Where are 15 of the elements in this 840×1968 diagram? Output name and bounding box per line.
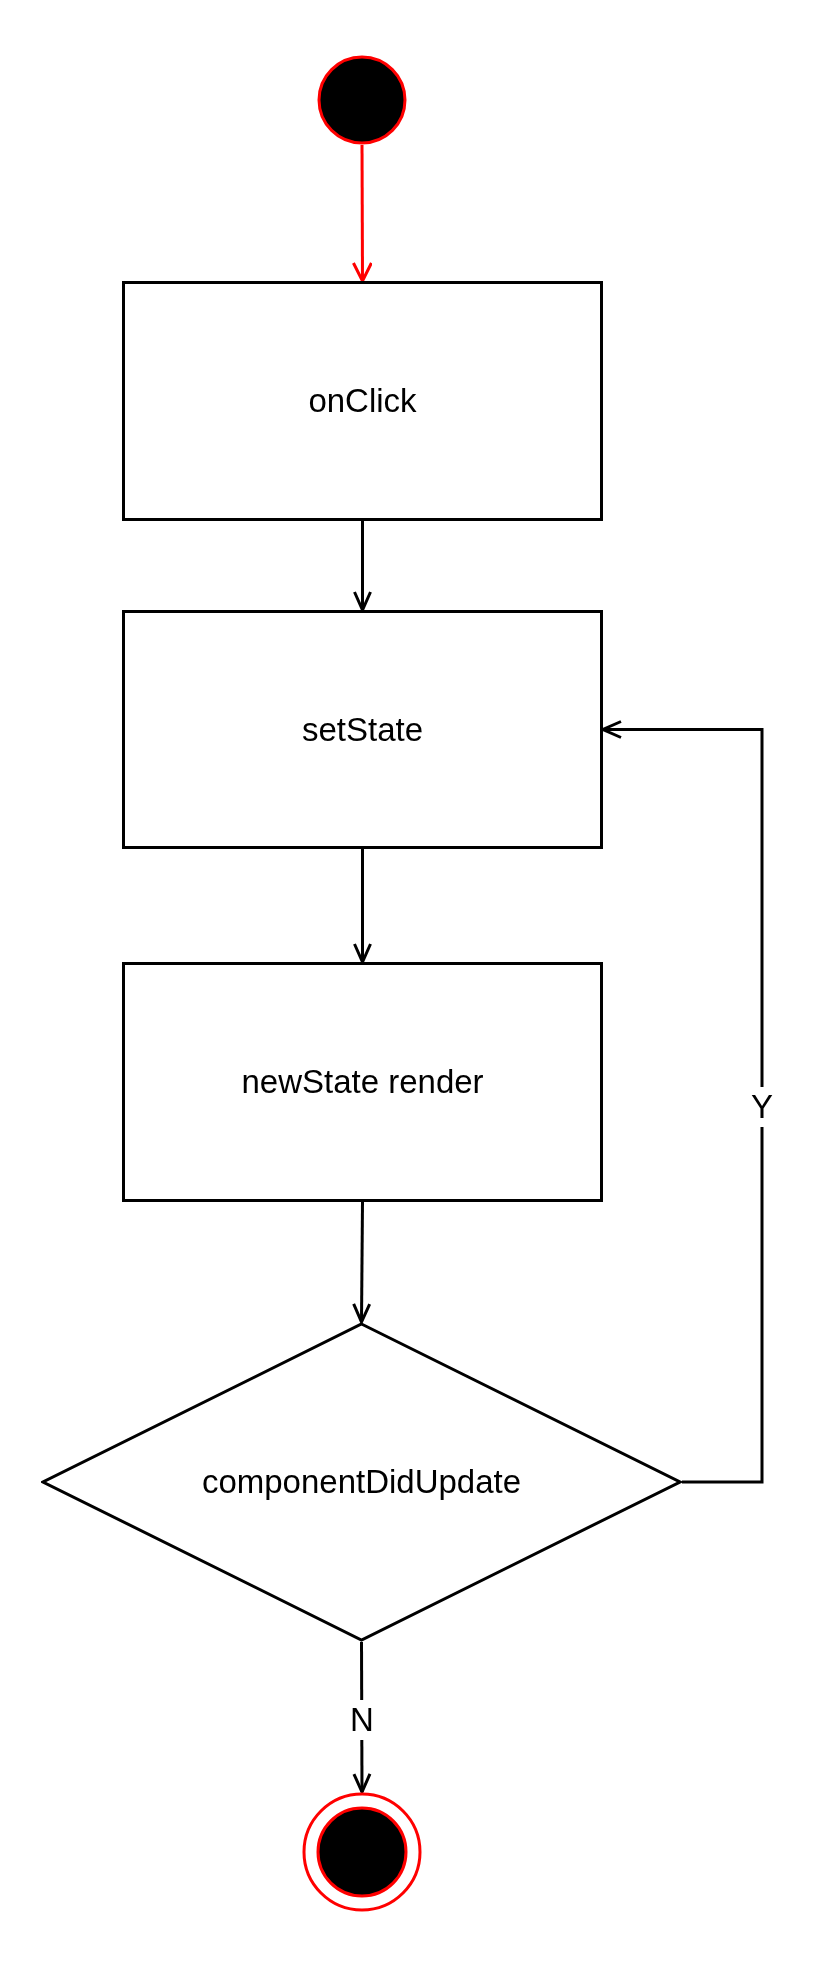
node-label: onClick (307, 381, 418, 421)
node-label: setState (300, 709, 425, 750)
process-box (122, 962, 603, 1202)
node-label: componentDidUpdate (200, 1462, 523, 1502)
decision-diamond (41, 1322, 682, 1642)
arrow (351, 145, 373, 283)
process-box (122, 610, 603, 849)
arrow (353, 849, 372, 964)
node-label: newState render (240, 1062, 485, 1102)
process-box (122, 281, 603, 521)
arrow (352, 1202, 372, 1324)
start-node (317, 55, 407, 145)
end-node (302, 1792, 422, 1912)
arrow (353, 521, 372, 612)
arrow (601, 720, 764, 1484)
